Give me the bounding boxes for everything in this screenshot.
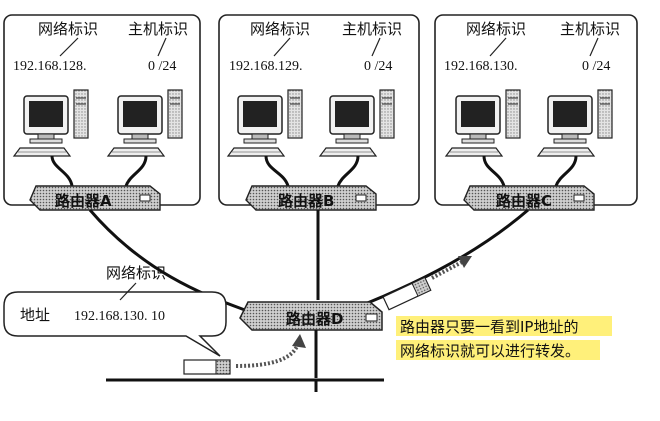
network-a-host-label: 主机标识 — [128, 20, 188, 38]
arrow-head-icon — [292, 334, 306, 348]
router-c: 路由器C — [463, 185, 595, 211]
arrow-head-icon — [458, 256, 472, 268]
network-b-host-label: 主机标识 — [342, 20, 402, 38]
note-highlight — [396, 340, 600, 360]
network-b-network-id: 192.168.129. — [229, 59, 303, 74]
incoming-packet — [183, 359, 231, 375]
network-c-network-id: 192.168.130. — [444, 59, 518, 74]
router-b: 路由器B — [245, 185, 377, 211]
router-b-label: 路由器B — [278, 192, 334, 210]
packet-network-label: 网络标识 — [106, 264, 166, 282]
router-a-label: 路由器A — [55, 192, 112, 210]
network-a-network-id: 192.168.128. — [13, 59, 87, 74]
computer-icon — [13, 89, 89, 157]
computer-icon — [227, 89, 303, 157]
incoming-arrow — [235, 343, 300, 368]
note-highlight — [396, 316, 612, 336]
router-d-label: 路由器D — [286, 310, 343, 328]
network-b-network-label: 网络标识 — [250, 20, 310, 38]
note-line-1: 路由器只要一看到IP地址的 — [400, 318, 578, 336]
network-a-host-id: 0 /24 — [148, 59, 176, 74]
network-a-network-label: 网络标识 — [38, 20, 98, 38]
network-b-host-id: 0 /24 — [364, 59, 392, 74]
packet-address: 192.168.130. 10 — [74, 309, 165, 324]
router-c-label: 路由器C — [496, 192, 552, 210]
note-line-2: 网络标识就可以进行转发。 — [400, 342, 580, 360]
network-c-network-label: 网络标识 — [466, 20, 526, 38]
computer-icon — [107, 89, 183, 157]
outgoing-arrow — [431, 260, 463, 280]
computer-icon — [319, 89, 395, 157]
network-c-host-id: 0 /24 — [582, 59, 610, 74]
packet-address-label: 地址 — [20, 306, 50, 324]
computer-icon — [445, 89, 521, 157]
network-c-host-label: 主机标识 — [560, 20, 620, 38]
packet-callout: 网络标识 地址 192.168.130. 10 — [3, 264, 227, 357]
outgoing-packet — [382, 276, 432, 311]
computer-icon — [537, 89, 613, 157]
router-a: 路由器A — [29, 185, 161, 211]
router-d: 路由器D — [239, 301, 383, 331]
